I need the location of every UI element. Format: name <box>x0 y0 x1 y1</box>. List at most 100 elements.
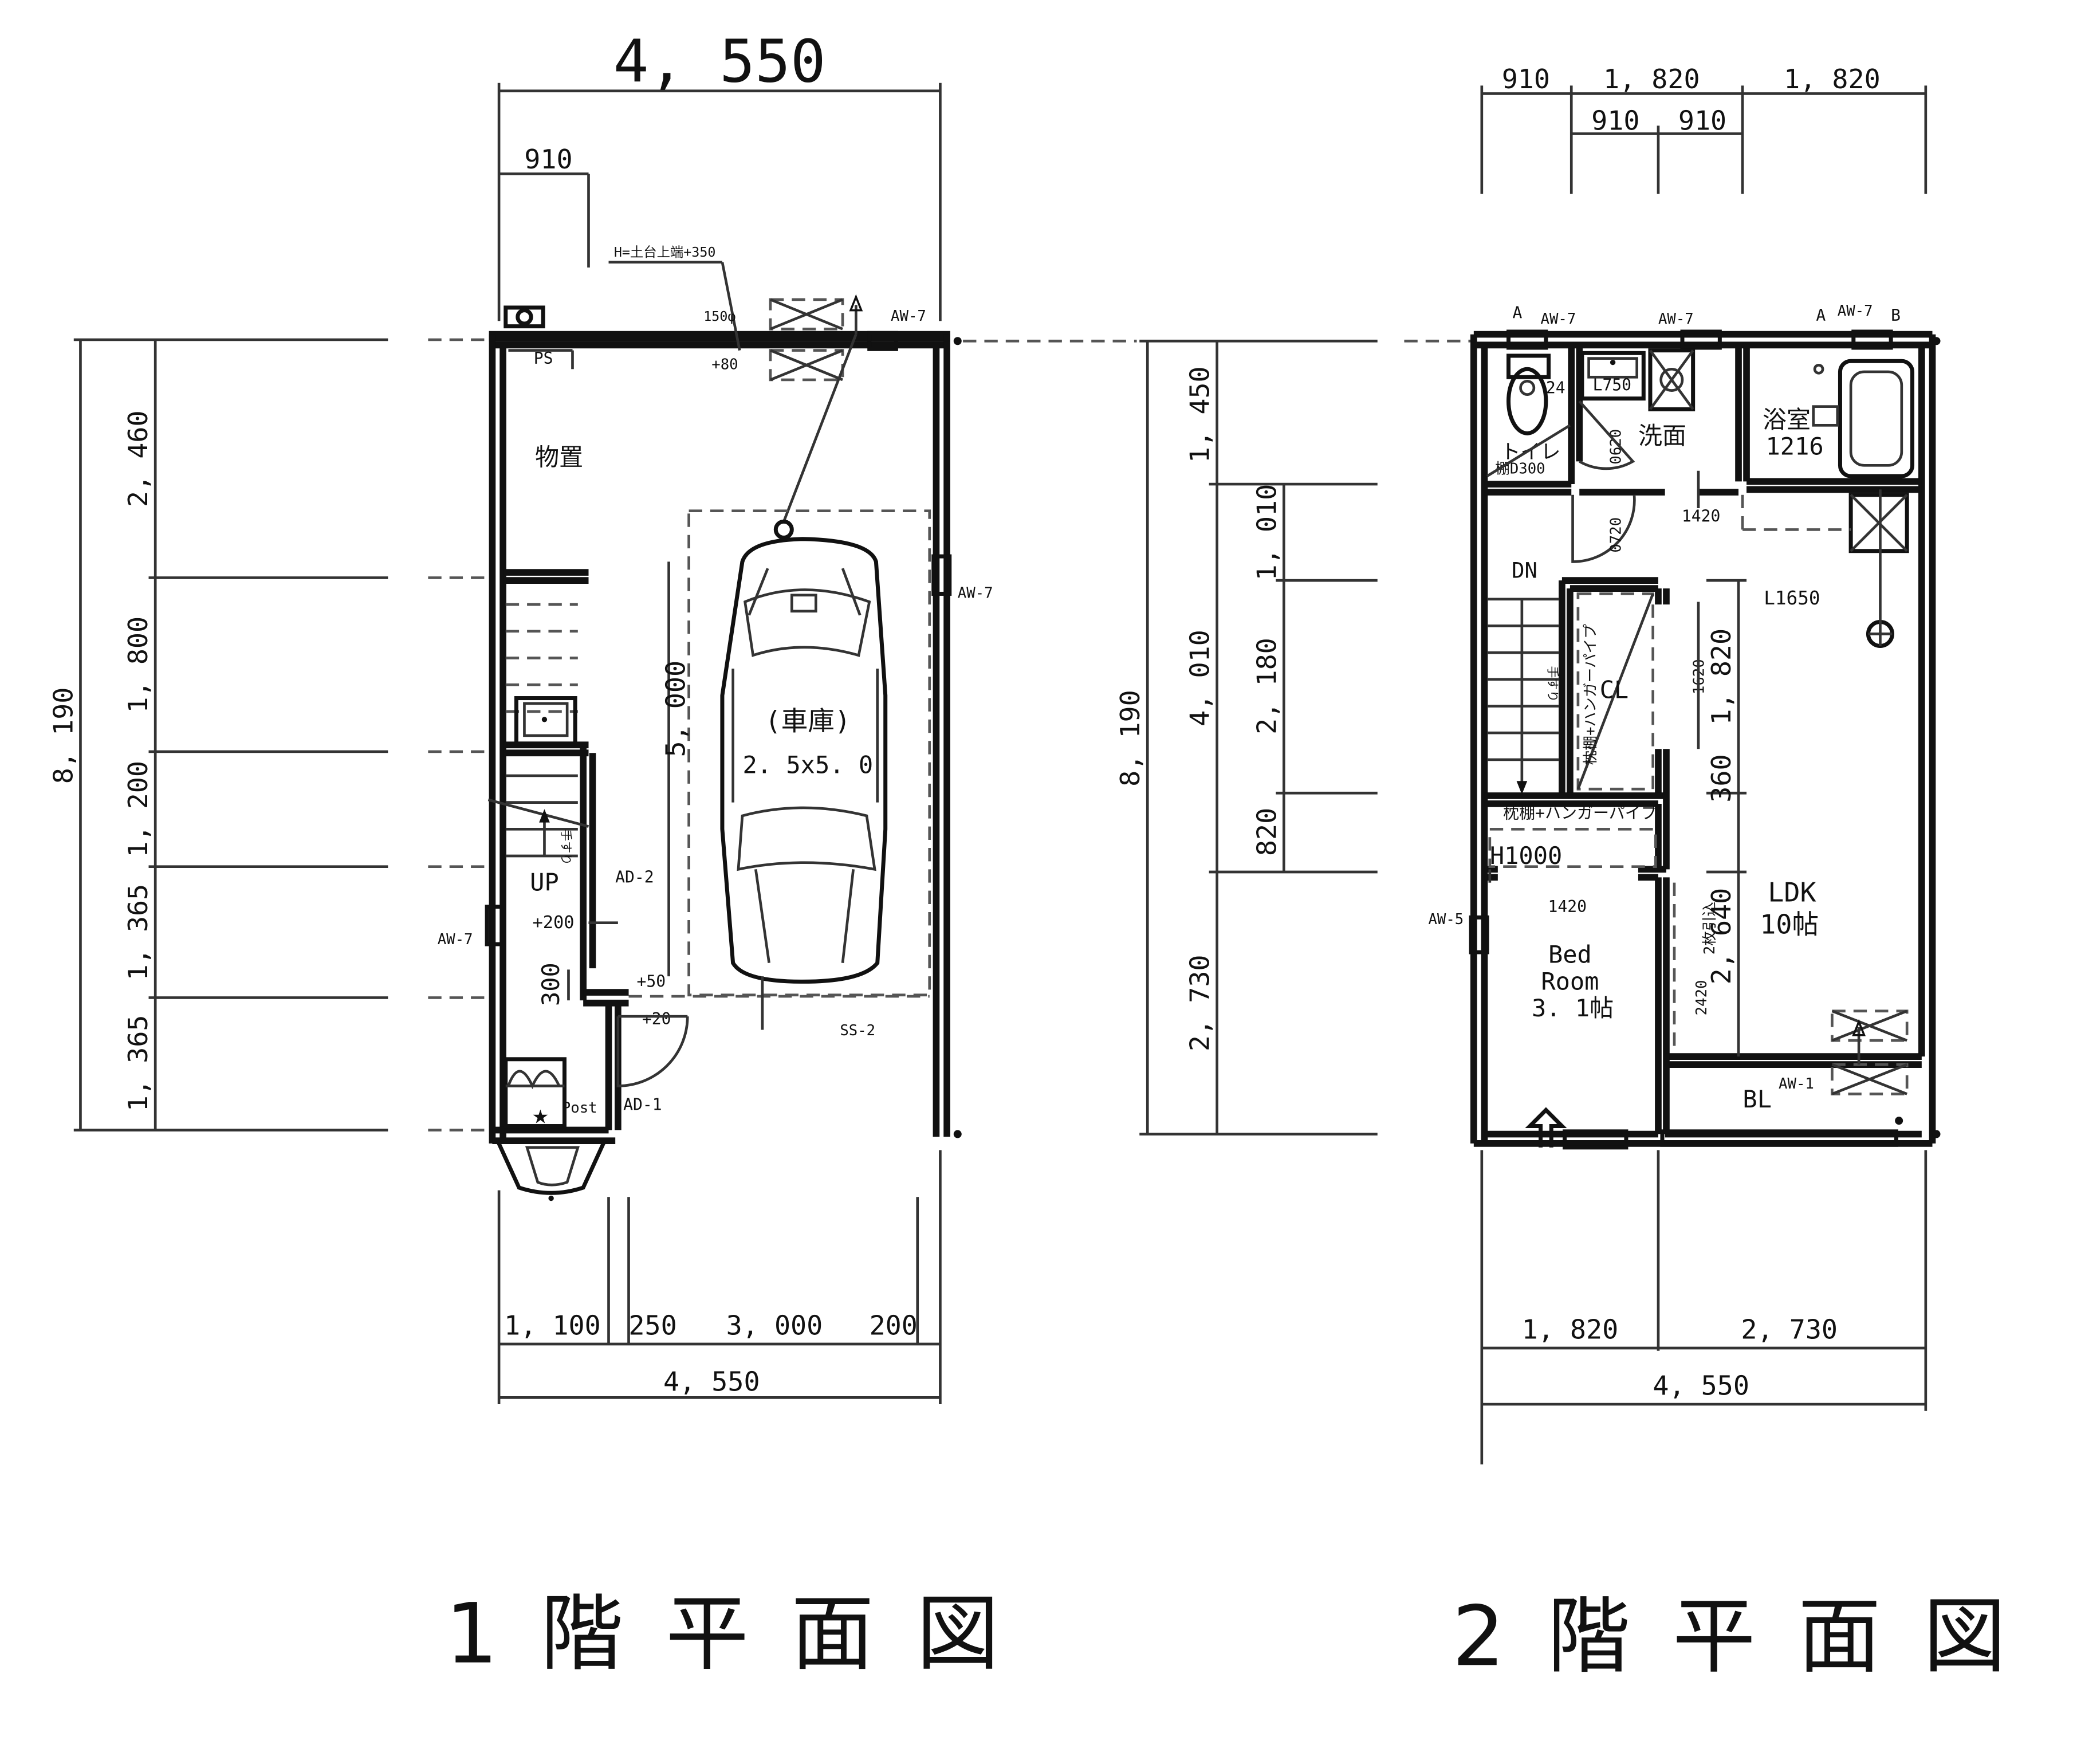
toilet-icon <box>1506 353 1551 435</box>
star-icon: ★ <box>532 1099 548 1130</box>
f2-bath-label: 浴室 <box>1763 406 1811 434</box>
f1-dim-bottom-seg-2: 250 <box>628 1311 676 1342</box>
f2-aw7-a: AW-7 <box>1541 311 1576 328</box>
f2-l1650-label: L1650 <box>1764 587 1820 609</box>
f2-aw5-label: AW-5 <box>1428 911 1464 928</box>
bathtub-icon <box>1812 359 1914 478</box>
f1-pipe-text: 150φ <box>703 308 735 324</box>
f2-mark-a1: A <box>1513 304 1523 323</box>
f1-lv50-label: +50 <box>637 972 666 991</box>
garage-area: 5, 000 <box>661 509 931 997</box>
f2-stairs <box>1487 598 1560 795</box>
f1-aw7-left-label: AW-7 <box>438 931 473 948</box>
f1-dim-left-seg-1: 2, 460 <box>123 410 154 507</box>
f1-garage-depth-label: 5, 000 <box>661 661 692 757</box>
f2-dim-left-total: 8, 190 <box>1115 690 1146 787</box>
f1-dim-top-sub-label: 910 <box>524 144 572 175</box>
f1-height-note: H=土台上端+350 150φ +80 <box>608 244 741 373</box>
f2-dim-top: 910 1, 820 1, 820 910 910 <box>1480 64 1928 194</box>
f1-lv200-label: +200 <box>532 913 574 933</box>
f2-w1420b-label: 1420 <box>1548 897 1587 916</box>
f2-shelf-d300: 棚D300 <box>1495 460 1545 477</box>
ceiling-light-icon <box>1866 619 1894 648</box>
f2-dim-left-sub-3: 820 <box>1252 808 1283 856</box>
f2-dim-top-seg-2: 1, 820 <box>1603 64 1700 95</box>
f2-dim-top-seg-3: 1, 820 <box>1784 64 1881 95</box>
f2-ldk-label: LDK <box>1768 877 1816 908</box>
f1-height-note-text: H=土台上端+350 <box>614 244 716 260</box>
f1-ss2-label: SS-2 <box>840 1022 875 1039</box>
f2-in1820-label: 1, 820 <box>1706 628 1737 725</box>
f2-dim-top-sub-1: 910 <box>1591 105 1639 136</box>
f2-in360-label: 360 <box>1706 754 1737 802</box>
f1-dim-bottom-seg-1: 1, 100 <box>504 1311 601 1342</box>
f2-w24-label: 24 <box>1546 378 1565 397</box>
f2-dim-bottom-total: 4, 550 <box>1653 1371 1749 1402</box>
f1-dim-bottom-seg-3: 3, 000 <box>726 1311 823 1342</box>
f1-dim-left-total-label: 8, 190 <box>48 687 79 784</box>
f2-shelf-pipe-v: 枕棚+ハンガーパイプ <box>1582 624 1599 765</box>
f2-l750-label: L750 <box>1593 376 1631 395</box>
f2-bl-label: BL <box>1742 1085 1772 1113</box>
floor2-plan: 910 1, 820 1, 820 910 910 8, 190 1, 450 … <box>1115 64 2006 1685</box>
f2-aw1-label: AW-1 <box>1779 1075 1814 1093</box>
f1-up-label: UP <box>530 869 559 897</box>
guide-lines <box>953 337 1941 1138</box>
f2-dim-bottom-seg-1: 1, 820 <box>1522 1315 1619 1346</box>
f2-dim-top-sub-2: 910 <box>1678 105 1726 136</box>
f1-lv20-label: +20 <box>642 1009 671 1028</box>
f2-skylight-hatch <box>1741 493 1909 553</box>
f1-entry-porch <box>495 1140 607 1201</box>
f2-in2640-label: 2, 640 <box>1706 888 1737 985</box>
f1-ad1-label: AD-1 <box>623 1095 662 1114</box>
washbasin-icon <box>1580 348 1696 411</box>
f2-dim-bottom: 1, 820 2, 730 4, 550 <box>1480 1150 1928 1465</box>
f2-toilet-label: トイレ <box>1501 441 1561 464</box>
boiler-icon <box>504 305 545 329</box>
f2-bed-label-2: Room <box>1541 967 1599 995</box>
floor1-title: 1 階 平 面 図 <box>445 1586 1007 1683</box>
f1-ps-label: PS <box>534 349 553 368</box>
f1-ad2-label: AD-2 <box>615 868 654 887</box>
f1-dim-bottom-total: 4, 550 <box>663 1367 760 1398</box>
f1-vent-hatch <box>769 298 844 382</box>
f1-aw7-top-label: AW-7 <box>891 308 926 325</box>
f1-dim-top-total-label: 4, 550 <box>613 27 826 96</box>
f2-slide2-label: 2枚引込 <box>1701 902 1718 954</box>
f2-d0720-label: 0720 <box>1608 517 1625 553</box>
f2-aw7-c: AW-7 <box>1838 302 1873 320</box>
f1-dim-bottom-seg-4: 200 <box>870 1311 918 1342</box>
f2-dim-left-sub-2: 2, 180 <box>1252 638 1283 734</box>
f2-walls <box>1469 329 1936 1150</box>
f2-balcony-hatch <box>1831 1009 1909 1095</box>
f2-closet <box>1576 592 1654 791</box>
f2-aw7-b: AW-7 <box>1658 311 1694 328</box>
sink-icon <box>514 696 577 746</box>
f2-wash-label: 洗面 <box>1638 422 1686 450</box>
f2-dim-left-sub-1: 1, 010 <box>1252 484 1283 581</box>
up-arrow-icon <box>1525 1107 1567 1148</box>
f1-dim-left: 8, 190 2, 460 1, 800 1, 200 1, 365 1, 36… <box>48 338 493 1132</box>
f2-dn-label: DN <box>1512 557 1537 583</box>
f1-lv80-text: +80 <box>711 356 738 373</box>
f1-garage-size: 2. 5x5. 0 <box>743 751 874 779</box>
f1-dim-left-seg-3: 1, 200 <box>123 761 154 858</box>
f1-storage-label: 物置 <box>535 443 583 471</box>
f2-h1000-label: H1000 <box>1490 842 1562 870</box>
f2-w1420a-label: 1420 <box>1682 506 1720 525</box>
f2-dim-left-seg-3: 2, 730 <box>1185 954 1216 1051</box>
f2-bath-size: 1216 <box>1765 433 1823 461</box>
f2-dim-top-seg-1: 910 <box>1502 64 1550 95</box>
f2-mark-b: B <box>1891 306 1901 325</box>
f1-post-label: Post <box>562 1099 597 1117</box>
f2-w2420-label: 2420 <box>1693 980 1710 1016</box>
f2-mark-a2: A <box>1816 306 1826 325</box>
floor1-plan: 4, 550 910 8, 190 2, 460 1, 800 1, 200 1… <box>48 27 1007 1683</box>
f1-handrail-label: 手すり <box>559 829 573 865</box>
f2-dim-left: 8, 190 1, 450 4, 010 2, 730 1, 010 2, 18… <box>1115 339 1472 1136</box>
f2-dim-left-seg-2: 4, 010 <box>1185 630 1216 726</box>
f1-step-label: 300 <box>537 962 565 1006</box>
f2-cl-label: CL <box>1600 676 1629 704</box>
f1-garage-name: (車庫) <box>765 706 851 737</box>
